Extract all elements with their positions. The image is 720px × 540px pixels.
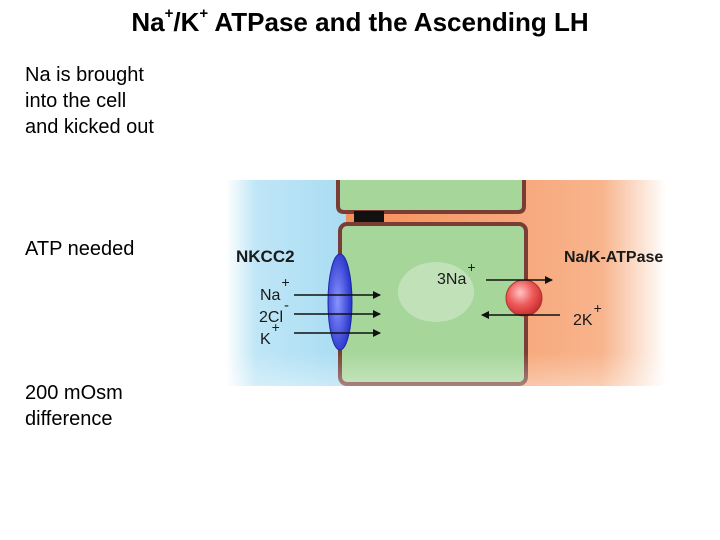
cl-ion-label: 2Cl- [259, 297, 289, 326]
nkcc2-label: NKCC2 [236, 247, 295, 266]
three-na-label: 3Na+ [437, 259, 476, 288]
na-k-atpase-label: Na/K-ATPase [564, 249, 663, 266]
na-ion-label: Na+ [260, 274, 290, 304]
tubule-cell-diagram: NKCC2 Na/K-ATPase Na+ 2Cl- K+ 3Na+ 2K+ [226, 180, 666, 386]
title-sup-2: + [199, 5, 209, 22]
two-k-label: 2K+ [573, 300, 602, 329]
upper-cell [336, 180, 526, 214]
title-sup-1: + [164, 5, 174, 22]
bullet-sodium-transport: Na is brought into the cell and kicked o… [25, 64, 154, 138]
bullet-atp-needed: ATP needed [25, 238, 135, 260]
cell-highlight [398, 262, 474, 322]
bullet-osmolarity-difference: 200 mOsm difference [25, 382, 123, 430]
title-suffix: ATPase and the Ascending LH [208, 7, 589, 37]
nkcc2-channel [327, 253, 353, 351]
title-prefix: Na [131, 7, 165, 37]
bottom-fade [226, 352, 666, 386]
na-k-pump [505, 279, 543, 317]
title-mid: /K [173, 7, 200, 37]
tight-junction [354, 211, 384, 222]
slide-title: Na+/K+ ATPase and the Ascending LH [0, 5, 720, 38]
lumen-region [226, 180, 346, 386]
k-ion-label: K+ [260, 319, 280, 348]
